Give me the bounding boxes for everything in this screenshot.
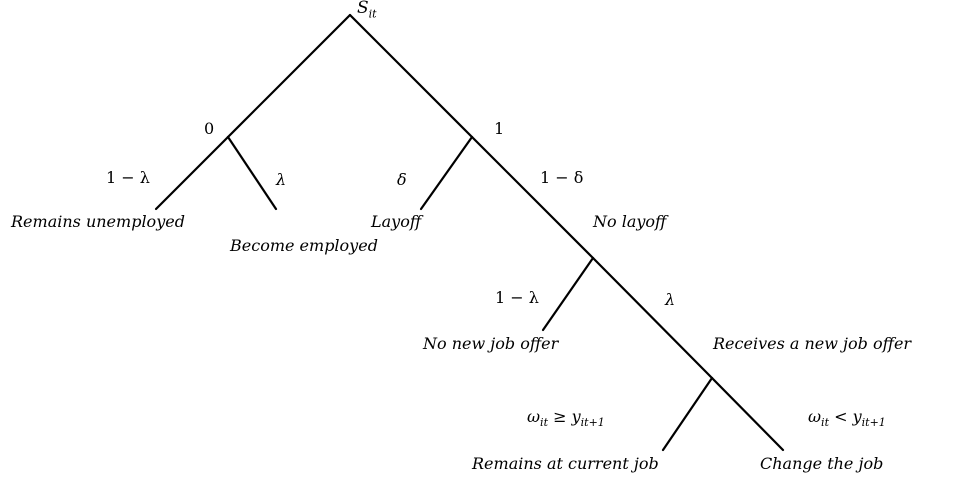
root-symbol: S bbox=[357, 0, 369, 18]
outcome-change-the-job: Change the job bbox=[760, 454, 884, 473]
edge-root-to-zero bbox=[226, 13, 352, 139]
root-subscript: it bbox=[368, 7, 377, 21]
condition-ge-left: ω bbox=[527, 407, 541, 426]
condition-lt-left: ω bbox=[808, 407, 822, 426]
outcome-layoff: Layoff bbox=[371, 212, 422, 231]
condition-ge-left-sub: it bbox=[540, 416, 548, 430]
condition-ge-right-sub: it+1 bbox=[580, 416, 605, 430]
condition-lt-operator: < bbox=[829, 407, 853, 426]
prob-lambda-right: λ bbox=[665, 290, 676, 309]
condition-lt-left-sub: it bbox=[821, 416, 829, 430]
condition-wage-ge-offer: ωit ≥ yit+1 bbox=[527, 407, 605, 430]
outcome-remains-unemployed: Remains unemployed bbox=[11, 212, 185, 231]
outcome-no-new-job-offer: No new job offer bbox=[423, 334, 559, 353]
edge-no-layoff-to-no-new-offer bbox=[541, 256, 595, 332]
edge-no-layoff-to-new-offer bbox=[591, 256, 714, 380]
prob-one-minus-lambda-left: 1 − λ bbox=[106, 168, 150, 187]
outcome-no-layoff: No layoff bbox=[593, 212, 667, 231]
prob-delta: δ bbox=[397, 170, 407, 189]
edge-root-to-one bbox=[348, 13, 474, 139]
condition-lt-right: y bbox=[852, 407, 862, 426]
prob-one-minus-lambda-right: 1 − λ bbox=[495, 288, 539, 307]
edge-one-to-no-layoff bbox=[470, 135, 595, 260]
root-node-label: Sit bbox=[357, 0, 377, 19]
branch-label-zero: 0 bbox=[204, 119, 215, 138]
prob-lambda-left: λ bbox=[276, 170, 287, 189]
condition-lt-right-sub: it+1 bbox=[861, 416, 886, 430]
outcome-remains-at-current-job: Remains at current job bbox=[472, 454, 659, 473]
condition-ge-operator: ≥ bbox=[548, 407, 572, 426]
branch-label-one: 1 bbox=[494, 119, 505, 138]
outcome-become-employed: Become employed bbox=[230, 236, 378, 255]
edge-zero-to-become-employed bbox=[226, 135, 278, 211]
condition-ge-right: y bbox=[571, 407, 581, 426]
edge-zero-to-remains-unemployed bbox=[154, 135, 230, 211]
prob-one-minus-delta: 1 − δ bbox=[540, 168, 584, 187]
edge-offer-to-remains-at-job bbox=[661, 376, 714, 452]
edge-offer-to-change-job bbox=[710, 376, 785, 452]
outcome-receives-new-job-offer: Receives a new job offer bbox=[713, 334, 912, 353]
edge-one-to-layoff bbox=[419, 135, 474, 211]
condition-wage-lt-offer: ωit < yit+1 bbox=[808, 407, 886, 430]
